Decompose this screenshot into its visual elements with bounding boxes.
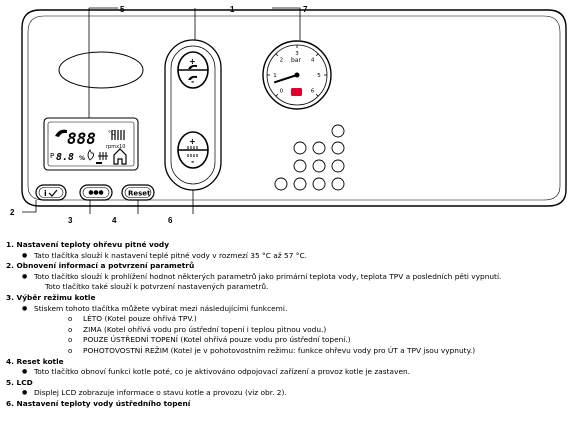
gauge-tick (315, 53, 319, 57)
wave-icon (111, 130, 125, 140)
bullet-continuation: Toto tlačítko také slouží k potvrzení na… (45, 282, 269, 292)
bullet-item: Displej LCD zobrazuje informace o stavu … (6, 388, 578, 399)
gauge-tick-label: 3 (295, 51, 299, 57)
callout-1: 1 (230, 5, 235, 14)
gauge-tick-label: 6 (311, 89, 315, 95)
minus-icon: - (191, 157, 194, 166)
display-window-oval (58, 51, 144, 89)
gauge-tick (315, 93, 319, 97)
bullet-item: Tato tlačítka slouží k nastavení teplé p… (6, 251, 578, 262)
plus-icon: + (189, 57, 196, 66)
sub-bullet-item: POHOTOVOSTNÍ REŽIM (Kotel je v pohotovos… (6, 346, 578, 357)
gauge-tick-label: 1 (273, 73, 277, 79)
lcd-big-digits: 888 (67, 129, 96, 148)
pressure-gauge: 0 1 2 3 4 5 6 bar (262, 40, 332, 110)
gauge-needle (273, 74, 298, 84)
tap-minus-icon (188, 75, 197, 80)
keypad-button[interactable] (312, 159, 326, 173)
svg-text:P: P (50, 152, 54, 160)
temp-adjust-column: + - + - (164, 39, 222, 191)
callouts (22, 7, 301, 214)
gauge-tick-label: 2 (280, 57, 284, 63)
sub-bullet-item: ZIMA (Kotel ohřívá vodu pro ústřední top… (6, 325, 578, 336)
dhw-temp-buttons[interactable]: + - (177, 51, 209, 89)
tap-small-icon (96, 162, 102, 164)
section-title: 5. LCD (6, 377, 33, 387)
keypad-button[interactable] (331, 124, 345, 138)
ch-temp-buttons[interactable]: + - (177, 131, 209, 169)
gauge-tick-label: 0 (280, 89, 284, 95)
reset-button-label: Reset (128, 190, 151, 198)
flame-icon (87, 149, 94, 161)
callout-4: 4 (112, 216, 117, 225)
section-title: 3. Výběr režimu kotle (6, 292, 96, 302)
keypad-button[interactable] (331, 177, 345, 191)
boiler-control-panel-diagram: 888 °C rpmx10 P 8.8 % i Reset (10, 5, 567, 225)
callout-2: 2 (10, 208, 15, 217)
gauge-label: bar (291, 57, 301, 64)
section-title: 4. Reset kotle (6, 356, 64, 366)
callout-7: 7 (303, 5, 308, 14)
keypad-button[interactable] (312, 177, 326, 191)
button-info-ok[interactable]: i (35, 184, 67, 201)
callout-6: 6 (168, 216, 173, 225)
keypad-button[interactable] (293, 141, 307, 155)
section-title: 1. Nastavení teploty ohřevu pitné vody (6, 240, 170, 249)
lcd-percent: % (79, 155, 85, 162)
radiator-icon (98, 152, 108, 160)
sub-bullet-item: LÉTO (Kotel pouze ohřívá TPV.) (6, 314, 578, 325)
lcd-small-digits: 8.8 (56, 152, 74, 163)
manual-text: 1. Nastavení teploty ohřevu pitné vodyTa… (6, 240, 578, 410)
gauge-tick-label: 4 (311, 57, 315, 63)
callout-5: 5 (120, 5, 125, 14)
button-reset[interactable]: Reset (121, 184, 155, 201)
section-title: 6. Nastavení teploty vody ústředního top… (6, 398, 191, 408)
radiator-minus-icon (187, 154, 198, 157)
keypad-button[interactable] (293, 177, 307, 191)
keypad-button[interactable] (312, 141, 326, 155)
plus-icon: + (189, 137, 196, 146)
keypad-button[interactable] (293, 159, 307, 173)
sub-bullet-item: POUZE ÚSTŘEDNÍ TOPENÍ (Kotel ohřívá pouz… (6, 335, 578, 346)
bullet-item: Toto tlačítko slouží k prohlížení hodnot… (6, 272, 578, 283)
bullet-item: Stiskem tohoto tlačítka můžete vybírat m… (6, 304, 578, 315)
gauge-tick (275, 53, 279, 57)
keypad-button[interactable] (331, 141, 345, 155)
keypad-button[interactable] (274, 177, 288, 191)
gauge-tick (275, 93, 279, 97)
lcd-rpm-label: rpmx10 (106, 144, 125, 150)
keypad-button[interactable] (331, 159, 345, 173)
gauge-tick-label: 5 (317, 73, 321, 79)
callout-3: 3 (68, 216, 73, 225)
info-icon: i (44, 189, 47, 198)
tap-plus-icon (188, 64, 197, 69)
red-indicator (291, 88, 302, 96)
keypad (274, 124, 345, 191)
lcd-display: 888 °C rpmx10 P 8.8 % (43, 117, 139, 171)
button-mode[interactable] (79, 184, 113, 201)
minus-icon: - (191, 77, 194, 86)
tap-icon (55, 129, 67, 137)
section-title: 2. Obnovení informací a potvrzení parame… (6, 261, 195, 271)
radiator-plus-icon (187, 146, 198, 149)
bullet-item: Toto tlačítko obnoví funkci kotle poté, … (6, 367, 578, 378)
house-icon (113, 148, 127, 165)
mode-icon (88, 190, 94, 195)
